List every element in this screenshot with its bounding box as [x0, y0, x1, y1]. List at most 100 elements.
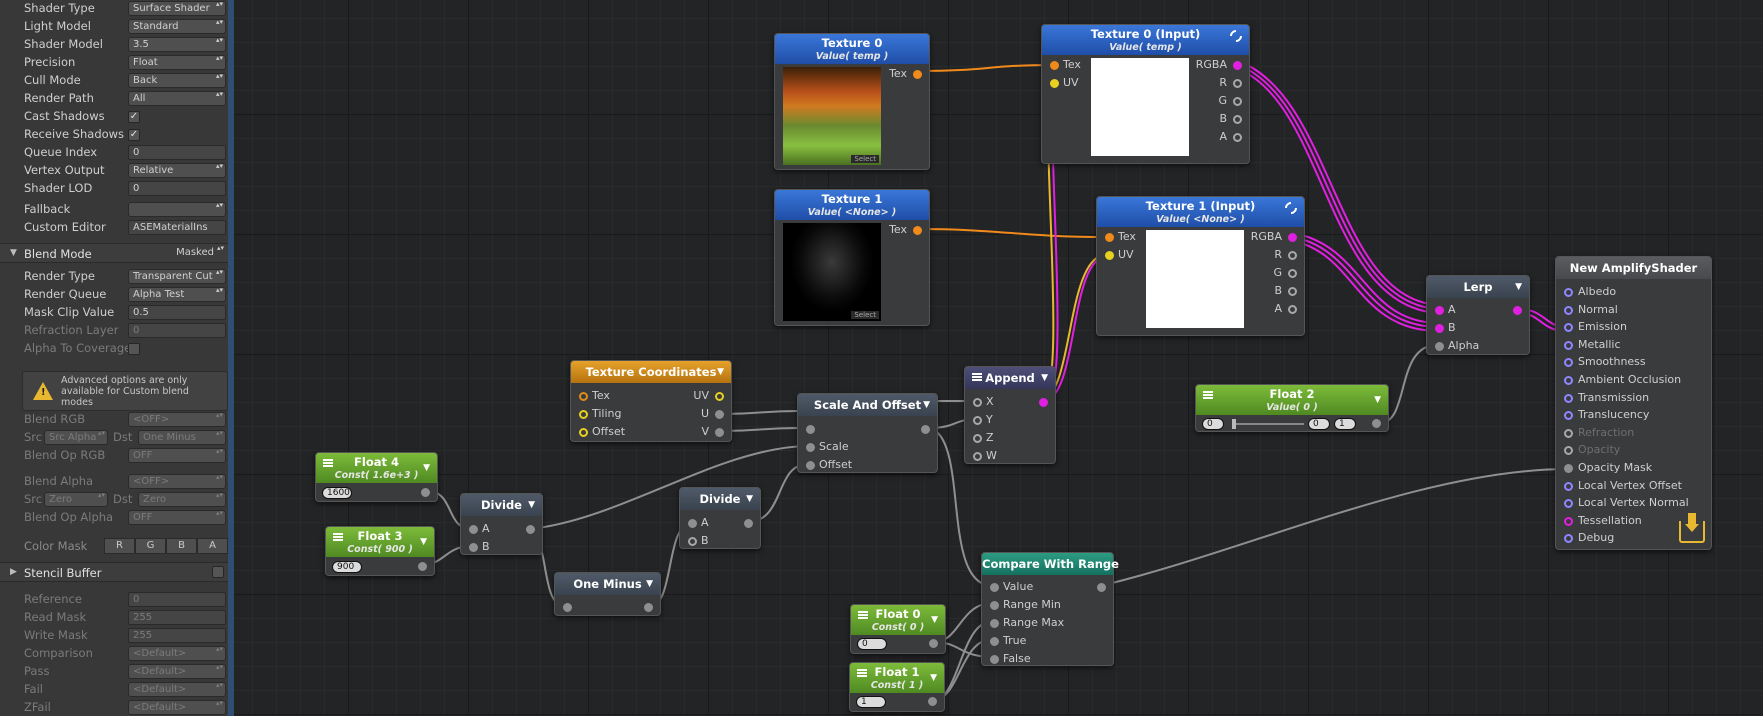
node-lerp[interactable]: Lerp▼ A B Alpha [1426, 275, 1530, 355]
prop-dst-select[interactable]: One Minus [138, 430, 226, 445]
port-offset-dot[interactable] [579, 428, 588, 437]
port-false-dot[interactable] [990, 655, 999, 664]
chevron-down-icon[interactable]: ▼ [423, 463, 430, 473]
port-b-dot[interactable] [688, 537, 697, 546]
float-value-field[interactable]: 0 [857, 638, 887, 650]
port-z-dot[interactable] [973, 434, 982, 443]
prop-checkbox[interactable]: ✓ [128, 129, 140, 141]
prop-select[interactable]: Back [128, 73, 226, 88]
port-x-dot[interactable] [973, 398, 982, 407]
port-out-dot[interactable] [921, 425, 930, 434]
chevron-down-icon[interactable]: ▼ [1515, 282, 1522, 292]
master-port-dot[interactable] [1564, 411, 1573, 421]
node-texture-0-input[interactable]: Texture 0 (Input)Value( temp ) Tex UV RG… [1041, 24, 1250, 164]
port-out-dot[interactable] [744, 519, 753, 528]
port-out-dot[interactable] [928, 697, 937, 706]
prop-input[interactable]: 255 [128, 610, 226, 625]
node-texture-1-input[interactable]: Texture 1 (Input)Value( <None> ) Tex UV … [1096, 196, 1305, 336]
float-slider[interactable] [1232, 423, 1304, 425]
master-port-dot[interactable] [1564, 305, 1573, 315]
port-a-dot[interactable] [1233, 133, 1242, 142]
prop-checkbox[interactable]: ✓ [128, 111, 140, 123]
prop-input[interactable]: 0 [128, 145, 226, 160]
texture-0-preview[interactable]: Select [783, 67, 881, 165]
port-out-dot[interactable] [929, 639, 938, 648]
master-port-dot[interactable] [1564, 288, 1573, 297]
prop-select[interactable]: 3.5 [128, 37, 226, 52]
color-mask-g[interactable]: G [135, 538, 166, 554]
port-out-dot[interactable] [1513, 306, 1522, 315]
port-range-min-dot[interactable] [990, 601, 999, 610]
port-a-dot[interactable] [688, 519, 697, 528]
select-texture-button[interactable]: Select [851, 311, 879, 319]
port-g-dot[interactable] [1233, 97, 1242, 106]
port-a-dot[interactable] [469, 525, 478, 534]
port-value-dot[interactable] [990, 583, 999, 592]
prop-select[interactable]: <Default> [128, 682, 226, 697]
menu-icon[interactable] [323, 459, 333, 467]
master-port-dot[interactable] [1564, 340, 1573, 350]
node-scale-and-offset[interactable]: Scale And Offset▼ Scale Offset [797, 393, 938, 473]
master-port-dot[interactable] [1564, 534, 1573, 544]
float-slider-handle[interactable] [1232, 419, 1236, 429]
menu-icon[interactable] [857, 669, 867, 677]
node-append[interactable]: Append▼ X Y Z W [964, 366, 1056, 464]
blend-mode-section[interactable]: ▼ Blend Mode Masked [0, 243, 228, 263]
port-in-dot[interactable] [563, 603, 572, 612]
port-r-dot[interactable] [1233, 79, 1242, 88]
float-value-field[interactable]: 900 [332, 561, 362, 573]
prop-select[interactable]: OFF [128, 448, 226, 463]
chevron-down-icon[interactable]: ▼ [931, 615, 938, 625]
port-uv-in-dot[interactable] [1105, 251, 1114, 260]
master-port-dot[interactable] [1564, 428, 1573, 438]
port-uv-in-dot[interactable] [1050, 79, 1059, 88]
port-out-dot[interactable] [1097, 583, 1106, 592]
port-tex-out-dot[interactable] [913, 226, 922, 235]
prop-select[interactable]: <OFF> [128, 412, 226, 427]
chevron-down-icon[interactable]: ▼ [420, 537, 427, 547]
port-tex-in-dot[interactable] [579, 392, 588, 401]
prop-select[interactable]: OFF [128, 510, 226, 525]
port-out-dot[interactable] [526, 525, 535, 534]
prop-select[interactable]: Relative [128, 163, 226, 178]
port-v-out-dot[interactable] [715, 428, 724, 437]
float-value-field[interactable]: 1 [856, 696, 886, 708]
port-g-dot[interactable] [1288, 269, 1297, 278]
prop-input[interactable]: 0 [128, 323, 226, 338]
port-out-dot[interactable] [421, 488, 430, 497]
port-rgba-dot[interactable] [1288, 233, 1297, 242]
port-true-dot[interactable] [990, 637, 999, 646]
chevron-down-icon[interactable]: ▼ [746, 494, 753, 504]
float-value-field[interactable]: 0 [1308, 418, 1330, 430]
port-uv-out-dot[interactable] [715, 392, 724, 401]
chevron-down-icon[interactable]: ▼ [1374, 395, 1381, 405]
prop-select[interactable]: All [128, 91, 226, 106]
node-divide-1[interactable]: Divide▼ A B [460, 493, 543, 555]
float-min-field[interactable]: 0 [1202, 418, 1224, 430]
master-port-dot[interactable] [1564, 446, 1573, 456]
master-port-dot[interactable] [1564, 481, 1573, 491]
stencil-buffer-section[interactable]: ▶ Stencil Buffer [0, 562, 228, 582]
prop-input[interactable]: ASEMaterialIns [128, 220, 226, 235]
port-tex-out-dot[interactable] [913, 70, 922, 79]
prop-src-select[interactable]: Src Alpha [44, 430, 108, 445]
port-r-dot[interactable] [1288, 251, 1297, 260]
port-out-dot[interactable] [1039, 398, 1048, 407]
port-rgba-dot[interactable] [1233, 61, 1242, 70]
prop-select[interactable]: Float [128, 55, 226, 70]
node-texture-coordinates[interactable]: Texture Coordinates▼ Tex Tiling Offset U… [570, 360, 732, 442]
node-one-minus[interactable]: One Minus▼ [554, 572, 661, 616]
prop-src-select[interactable]: Zero [44, 492, 108, 507]
master-port-dot[interactable] [1564, 464, 1573, 473]
master-port-dot[interactable] [1564, 516, 1573, 526]
blend-mode-select[interactable]: Masked [150, 246, 226, 261]
port-w-dot[interactable] [973, 452, 982, 461]
menu-icon[interactable] [1203, 391, 1213, 399]
master-port-dot[interactable] [1564, 393, 1573, 403]
node-divide-2[interactable]: Divide▼ A B [679, 487, 761, 549]
prop-select[interactable] [128, 202, 226, 217]
